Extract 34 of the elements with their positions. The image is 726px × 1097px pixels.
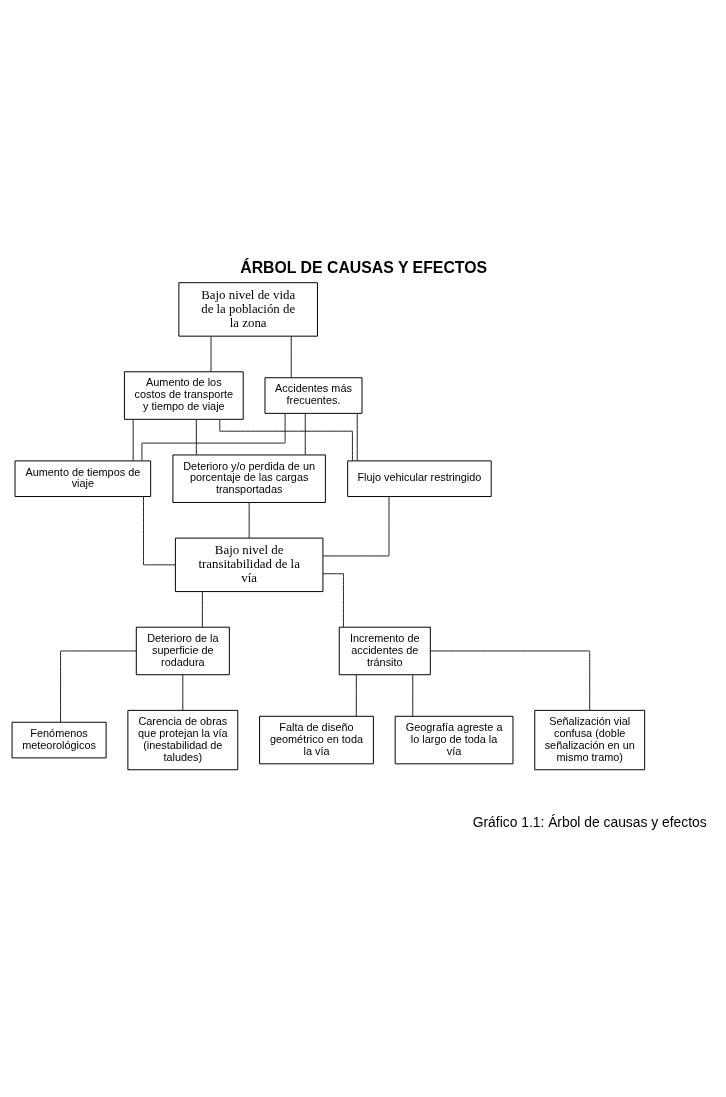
connector: [201, 590, 203, 628]
connector: [142, 495, 176, 565]
node-box: Bajo nivel de transitabilidad de la vía: [174, 537, 324, 592]
connector: [322, 495, 390, 556]
caption: Gráfico 1.1: Árbol de causas y efectos: [472, 813, 707, 830]
connector: [355, 673, 357, 717]
node-box: Aumento de tiempos de viaje: [14, 459, 152, 497]
connector: [219, 418, 353, 461]
connector: [248, 501, 250, 538]
connector: [304, 412, 306, 455]
connector: [430, 649, 591, 710]
connector: [132, 418, 134, 461]
connector: [195, 418, 197, 455]
connector: [412, 673, 414, 717]
node-box: Falta de diseño geométrico en toda la vía: [259, 715, 374, 764]
node-box: Aumento de los costos de transporte y tiempo de viaje: [123, 370, 244, 420]
connector: [356, 412, 358, 461]
node-box: Carencia de obras que protejan la vía (inestabilidad de taludes): [127, 709, 239, 770]
node-box: Geografía agreste a lo largo de toda la vía: [394, 715, 514, 764]
connector: [322, 572, 344, 627]
connector: [60, 649, 137, 723]
node-box: Incremento de accidentes de tránsito: [338, 626, 431, 675]
connector: [141, 412, 286, 461]
connector: [290, 335, 292, 378]
node-box: Flujo vehicular restringido: [347, 459, 492, 497]
node-box: Bajo nivel de vida de la población de la zona: [178, 281, 318, 337]
node-box: Deterioro y/o perdida de un porcentaje de las cargas transportadas: [172, 453, 326, 503]
node-box: Deterioro de la superficie de rodadura: [135, 626, 230, 675]
node-box: Fenómenos meteorológicos: [11, 721, 107, 758]
connector: [182, 673, 184, 711]
connector: [210, 335, 212, 372]
node-box: Accidentes más frecuentes.: [264, 376, 363, 414]
diagram-title: ÁRBOL DE CAUSAS Y EFECTOS: [240, 258, 488, 276]
node-box: Señalización vial confusa (doble señalización en un mismo tramo): [534, 709, 646, 770]
